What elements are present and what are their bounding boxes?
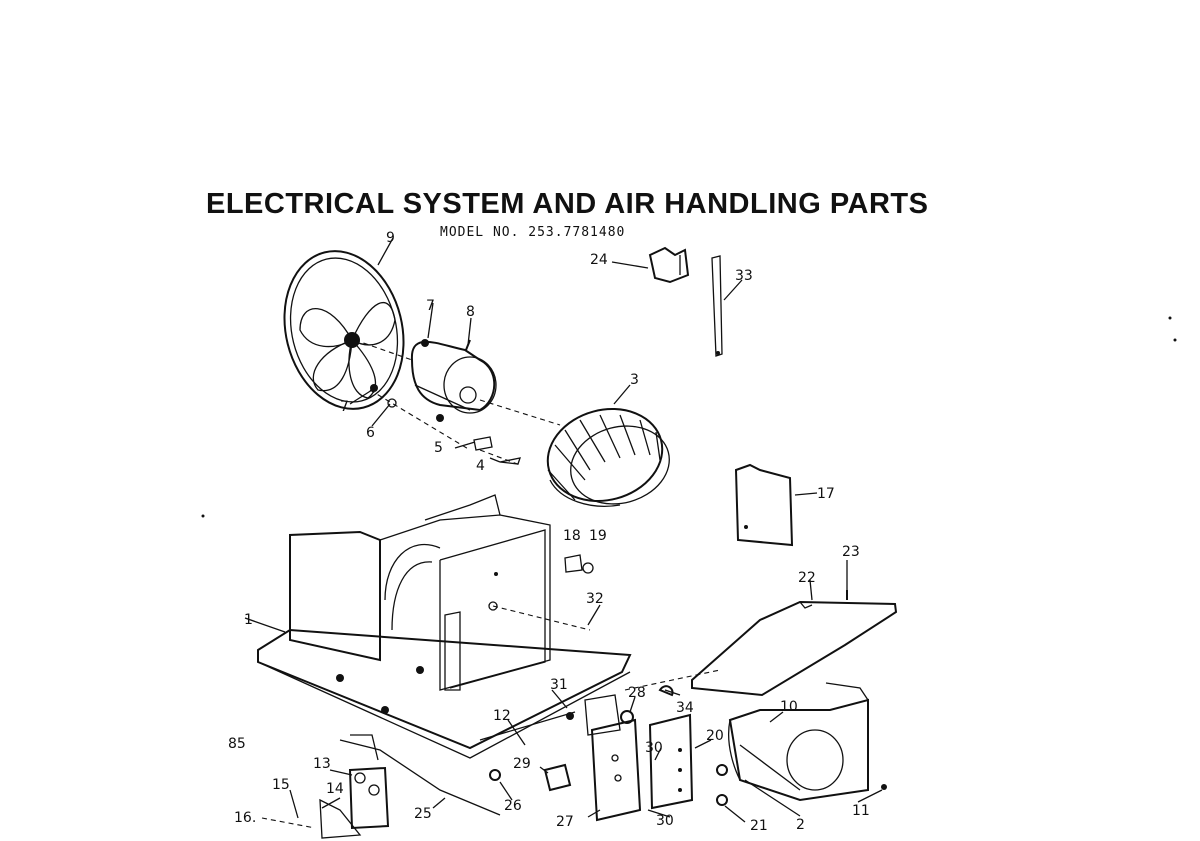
nut-7-upper (421, 339, 429, 347)
switch-29-part (543, 763, 572, 792)
strap-33-part (711, 255, 723, 357)
screw-11 (881, 784, 887, 790)
callout-9: 9 (386, 230, 395, 246)
motor-part (410, 339, 497, 422)
base-pan-part (257, 494, 632, 759)
callout-23: 23 (842, 544, 860, 560)
callout-8: 8 (466, 304, 475, 320)
callout-30-upper: 30 (645, 740, 663, 756)
callout-11: 11 (852, 803, 870, 819)
callout-10: 10 (780, 699, 798, 715)
fan-blade-part (283, 250, 405, 410)
callout-34: 34 (676, 700, 694, 716)
diagram-title: ELECTRICAL SYSTEM AND AIR HANDLING PARTS (206, 188, 929, 220)
clip-18-19 (564, 554, 594, 574)
callout-33: 33 (735, 268, 753, 284)
grommet-2 (716, 764, 728, 776)
grommet-34 (658, 685, 674, 697)
callout-25: 25 (414, 806, 432, 822)
scroll-top-22-part (691, 590, 898, 697)
capacitor-13-part (319, 766, 390, 839)
callout-19: 19 (589, 528, 607, 544)
callout-18: 18 (563, 528, 581, 544)
callout-26: 26 (504, 798, 522, 814)
blower-wheel-part (546, 408, 670, 507)
callout-1: 1 (244, 612, 253, 628)
callout-28: 28 (628, 685, 646, 701)
model-number: MODEL NO. 253.7781480 (440, 225, 626, 240)
callout-32: 32 (586, 591, 604, 607)
callout-13: 13 (313, 756, 331, 772)
knob-21 (716, 794, 728, 806)
callout-85: 85 (228, 736, 246, 752)
callout-24: 24 (590, 252, 608, 268)
callout-5: 5 (434, 440, 443, 456)
callout-20: 20 (706, 728, 724, 744)
bushing-26 (489, 769, 501, 781)
callout-21: 21 (750, 818, 768, 834)
callout-17: 17 (817, 486, 835, 502)
callout-3: 3 (630, 372, 639, 388)
callout-15: 15 (272, 777, 290, 793)
callout-29: 29 (513, 756, 531, 772)
callout-labels: 1 2 3 4 5 6 7 7 8 9 10 11 12 13 14 15 16… (228, 230, 870, 834)
callout-27: 27 (556, 814, 574, 830)
leader-lines (244, 237, 883, 829)
callout-16: 16. (234, 810, 256, 826)
mount-5 (473, 436, 493, 451)
callout-7-upper: 7 (426, 298, 435, 314)
washer-6 (387, 398, 397, 408)
callout-22: 22 (798, 570, 816, 586)
bracket-24-part (648, 246, 690, 284)
clip-4 (499, 457, 521, 465)
callout-31: 31 (550, 677, 568, 693)
callout-6: 6 (366, 425, 375, 441)
control-panel-part (584, 694, 694, 822)
callout-12: 12 (493, 708, 511, 724)
air-guide-17-part (734, 463, 794, 547)
callout-7-lower: 7 (340, 399, 349, 415)
callout-2: 2 (796, 817, 805, 833)
callout-14: 14 (326, 781, 344, 797)
callout-4: 4 (476, 458, 485, 474)
callout-30-lower: 30 (656, 813, 674, 829)
